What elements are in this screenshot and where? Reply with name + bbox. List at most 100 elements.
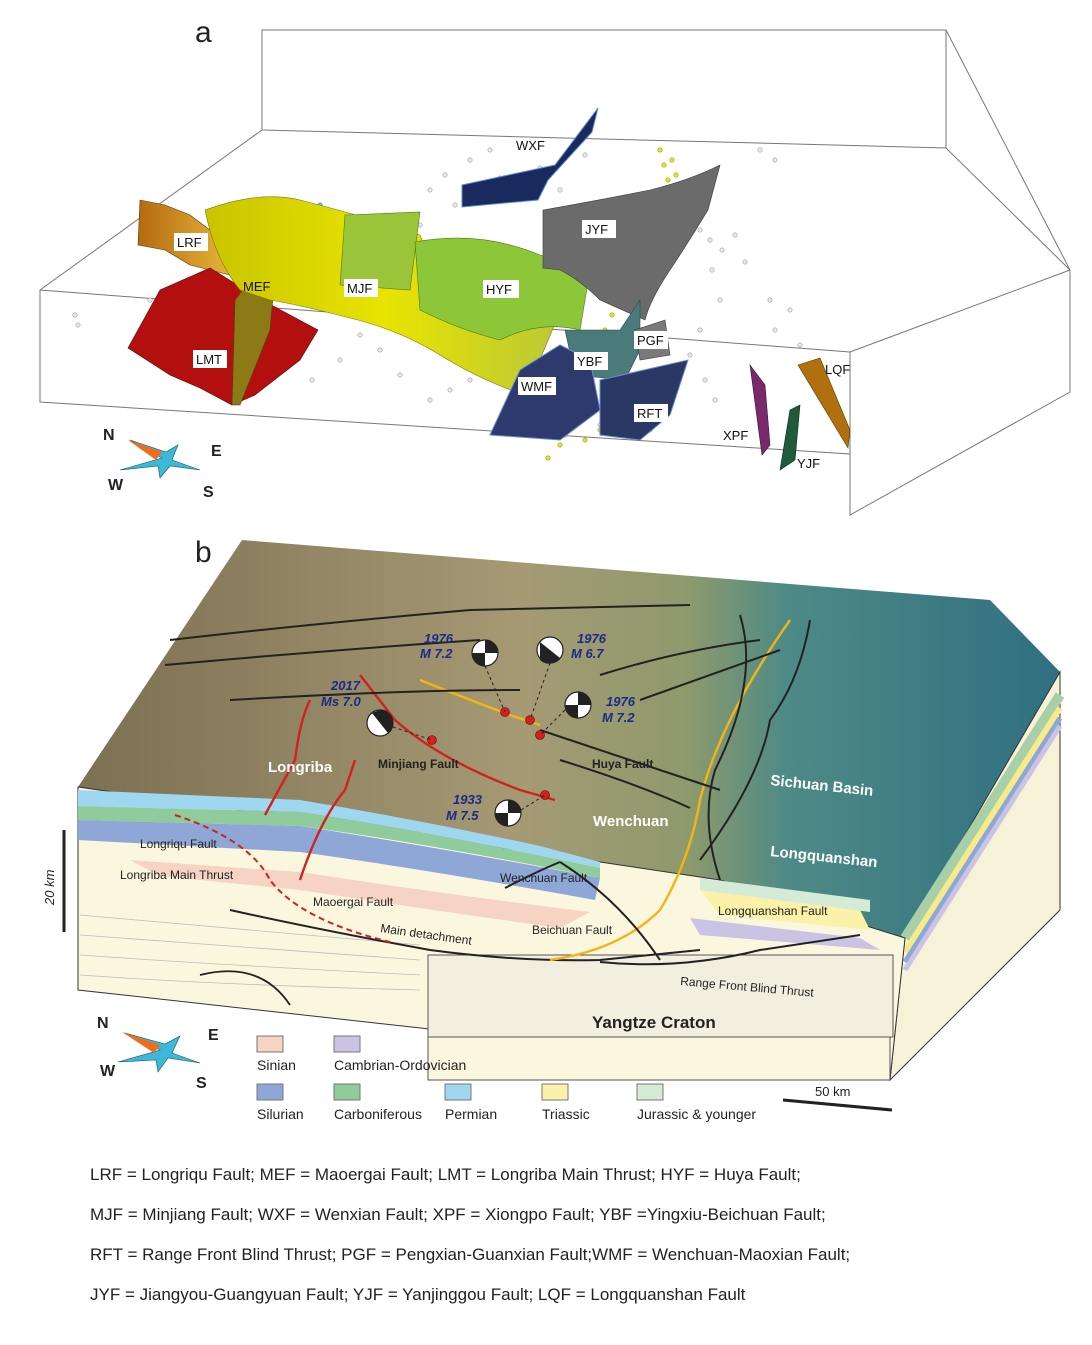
rft-surface	[599, 359, 689, 441]
beachball-2017-icon	[366, 709, 394, 737]
label-xpf: XPF	[723, 428, 748, 443]
quake-5-mag: M 7.5	[446, 808, 479, 823]
legend-label-silurian: Silurian	[257, 1106, 304, 1122]
label-ybf-bg	[574, 352, 608, 370]
strata-silurian	[78, 820, 600, 900]
compass-b-n: N	[97, 1015, 109, 1032]
fault-labels: WXF JYF LRF MEF MJF HYF LMT YBF PGF WMF …	[174, 138, 850, 471]
right-face-cambrian	[902, 724, 1063, 972]
panel-b: b	[42, 536, 1065, 1122]
label-mjf-bg	[344, 279, 378, 297]
quake-1-year: 1976	[424, 631, 454, 646]
minjiang-fault-trace	[359, 674, 556, 802]
legend-swatch-carboniferous	[333, 1083, 361, 1101]
panel-b-letter: b	[195, 536, 212, 569]
abbreviation-line: JYF = Jiangyou-Guangyuan Fault; YJF = Ya…	[90, 1285, 746, 1304]
label-mjf: MJF	[347, 281, 372, 296]
compass-a-n: N	[103, 427, 115, 444]
compass-b-star-icon	[117, 1032, 201, 1073]
right-face-triassic	[902, 706, 1063, 954]
label-lmt: LMT	[196, 352, 222, 367]
compass-a-s: S	[203, 484, 214, 501]
bedding-lines	[79, 914, 421, 991]
legend-swatch-permian	[444, 1083, 472, 1101]
compass-b-s: S	[196, 1075, 207, 1092]
quake-connectors	[392, 662, 566, 811]
strata-sinian	[130, 860, 590, 928]
legend-label-permian: Permian	[445, 1106, 497, 1122]
main-detachment-line	[229, 909, 701, 962]
label-lrf: LRF	[177, 235, 202, 250]
strata-permian	[78, 790, 600, 868]
label-wmf: WMF	[521, 379, 552, 394]
wxf-surface	[461, 107, 599, 208]
mjf-block-surface	[339, 211, 421, 291]
quake-3-mag: Ms 7.0	[321, 694, 362, 709]
beachball-1933-icon	[494, 799, 522, 827]
label-rft-bg	[634, 404, 668, 422]
label-hyf-bg	[483, 280, 519, 298]
compass-star-icon	[119, 439, 201, 479]
label-ybf: YBF	[577, 354, 602, 369]
right-face-jurassic	[900, 692, 1065, 941]
black-fault-traces	[164, 604, 811, 961]
quake-3-year: 2017	[330, 678, 361, 693]
figure-graphic: a	[39, 16, 1071, 1122]
legend: Sinian Cambrian-Ordovician Silurian Carb…	[256, 1035, 756, 1122]
label-hyf: HYF	[486, 282, 512, 297]
fault-maoergai: Maoergai Fault	[313, 895, 394, 909]
label-rft: RFT	[637, 406, 662, 421]
compass-a-e: E	[211, 443, 222, 460]
lqf-surface	[797, 357, 851, 449]
maoergai-fault-trace	[298, 759, 357, 881]
right-face-silurian	[902, 716, 1063, 964]
xpf-surface	[749, 363, 771, 456]
place-longriba: Longriba	[268, 759, 333, 776]
beachball-1976-c-icon	[564, 691, 592, 719]
longriqu-fault-trace	[263, 699, 312, 816]
fault-longquanshan: Longquanshan Fault	[718, 904, 828, 918]
label-wmf-bg	[518, 377, 556, 395]
place-wenchuan: Wenchuan	[593, 813, 669, 830]
strata-cambrian-r	[690, 918, 880, 950]
legend-swatch-triassic	[541, 1083, 569, 1101]
jyf-surface	[542, 164, 721, 321]
fault-huya: Huya Fault	[592, 757, 653, 771]
fault-wenchuan: Wenchuan Fault	[500, 871, 588, 885]
legend-label-jurassic: Jurassic & younger	[637, 1106, 756, 1122]
label-jyf-bg	[582, 220, 616, 238]
place-yangtze: Yangtze Craton	[592, 1013, 716, 1032]
quake-2-year: 1976	[577, 631, 607, 646]
abbreviation-line: LRF = Longriqu Fault; MEF = Maoergai Fau…	[90, 1165, 801, 1184]
label-mef: MEF	[243, 279, 271, 294]
legend-swatch-jurassic	[636, 1083, 664, 1101]
strata-carboniferous	[78, 806, 600, 878]
quake-1-mag: M 7.2	[420, 646, 453, 661]
label-lrf-bg	[174, 233, 208, 251]
quake-5-year: 1933	[453, 792, 483, 807]
legend-swatch-silurian	[256, 1083, 284, 1101]
label-yjf: YJF	[797, 456, 820, 471]
legend-label-cambrian: Cambrian-Ordovician	[334, 1057, 466, 1073]
compass-a: N E W S	[103, 427, 222, 501]
quake-2-mag: M 6.7	[571, 646, 604, 661]
panel-a: a	[39, 16, 1071, 516]
compass-a-w: W	[108, 477, 124, 494]
fault-longriqu: Longriqu Fault	[140, 837, 217, 851]
quake-4-year: 1976	[606, 694, 636, 709]
strata-triassic-r	[700, 890, 870, 930]
mjf-surface	[204, 196, 566, 396]
abbreviation-line: MJF = Minjiang Fault; WXF = Wenxian Faul…	[90, 1205, 826, 1224]
craton-block	[427, 954, 894, 1038]
depth-scale: 20 km	[42, 830, 66, 932]
label-wxf: WXF	[516, 138, 545, 153]
label-pgf: PGF	[637, 333, 664, 348]
block-diagram	[77, 540, 1065, 1082]
compass-b: N E W S	[97, 1015, 219, 1092]
distance-scale-label: 50 km	[815, 1084, 850, 1099]
compass-north-arrow-icon	[128, 440, 162, 460]
label-jyf: JYF	[585, 222, 608, 237]
fault-beichuan: Beichuan Fault	[532, 923, 613, 937]
beachballs	[366, 636, 592, 827]
panel-a-letter: a	[195, 16, 212, 49]
